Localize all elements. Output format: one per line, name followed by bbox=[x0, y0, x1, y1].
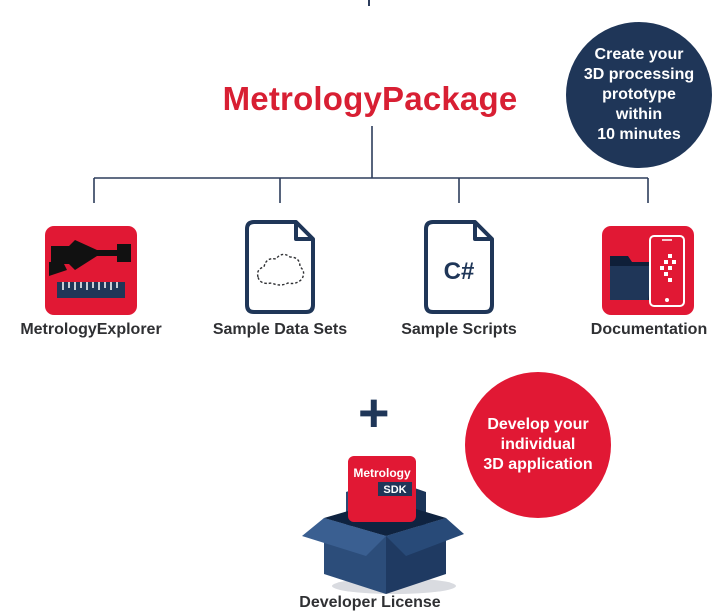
page-title: MetrologyPackage bbox=[222, 80, 518, 117]
csharp-file-icon: C# bbox=[423, 219, 495, 315]
data-file-icon bbox=[244, 219, 316, 315]
item-label-documentation: Documentation bbox=[590, 321, 708, 338]
item-label-metrology-explorer: MetrologyExplorer bbox=[20, 321, 162, 338]
sdk-box-illustration: Metrology SDK bbox=[296, 448, 466, 598]
plus-sign: + bbox=[358, 383, 390, 443]
item-label-sample-scripts: Sample Scripts bbox=[401, 321, 517, 338]
item-label-sample-data-sets: Sample Data Sets bbox=[212, 321, 348, 338]
top-connector-stub bbox=[368, 0, 370, 6]
developer-license-label: Developer License bbox=[299, 594, 441, 611]
documentation-icon bbox=[602, 226, 694, 315]
box-card-text: Metrology bbox=[353, 466, 411, 480]
box-card-badge: SDK bbox=[383, 484, 406, 496]
prototype-bubble: Create your 3D processing prototype with… bbox=[566, 22, 712, 168]
develop-bubble: Develop your individual 3D application bbox=[465, 372, 611, 518]
metrology-explorer-icon bbox=[45, 226, 137, 315]
svg-text:C#: C# bbox=[444, 258, 475, 285]
